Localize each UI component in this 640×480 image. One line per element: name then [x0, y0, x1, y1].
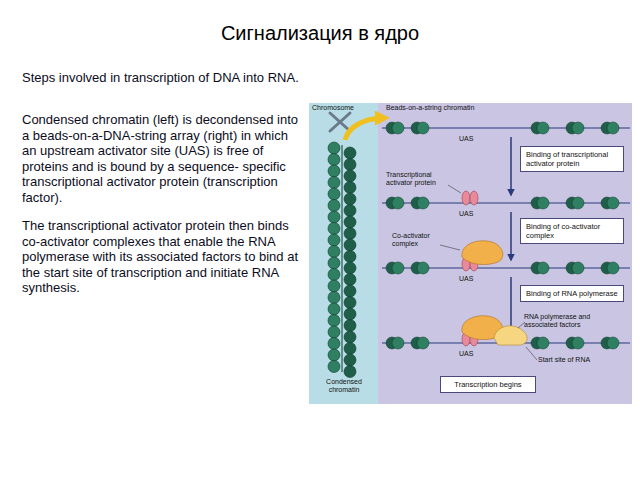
site-label: UAS — [459, 350, 489, 358]
decondense-arrow — [345, 118, 384, 140]
step-box: Transcription begins — [440, 376, 536, 393]
part-label: Transcriptional activator protein — [386, 171, 448, 187]
step-text: Binding of transcriptional activator pro… — [526, 150, 618, 168]
site-label: UAS — [459, 275, 489, 283]
step-text: Transcription begins — [446, 380, 530, 389]
chromosome-icon — [330, 113, 350, 131]
rna-polymerase — [494, 326, 527, 345]
chromatin-beads — [328, 122, 630, 378]
body-text: Condensed chromatin (left) is decondense… — [22, 112, 304, 206]
slide-title: Сигнализация в ядро — [0, 22, 640, 45]
step-box: Binding of transcriptional activator pro… — [520, 146, 624, 172]
body-text: The transcriptional activator protein th… — [22, 218, 304, 296]
panel-label: Beads-on-a-string chromatin — [386, 104, 516, 112]
step-text: Binding of co-activator complex — [526, 222, 618, 240]
panel-label: Chromosome — [312, 104, 376, 112]
step-text: Binding of RNA polymerase — [526, 289, 618, 298]
intro-text: Steps involved in transcription of DNA i… — [22, 70, 304, 86]
steps-panel — [378, 103, 632, 404]
site-label: UAS — [459, 210, 489, 218]
panel-label: Condensed chromatin — [318, 378, 370, 394]
part-label: RNA polymerase and associated factors — [524, 313, 624, 329]
leader-lines — [440, 185, 537, 360]
part-label: Co-activator complex — [392, 232, 440, 248]
site-label: UAS — [459, 135, 489, 143]
step-box: Binding of RNA polymerase — [520, 285, 624, 302]
part-label: Start site of RNA — [538, 356, 618, 364]
coactivator-complex — [462, 241, 503, 340]
step-box: Binding of co-activator complex — [520, 218, 624, 244]
step-arrows — [510, 137, 512, 336]
chromosome-panel — [309, 103, 378, 404]
